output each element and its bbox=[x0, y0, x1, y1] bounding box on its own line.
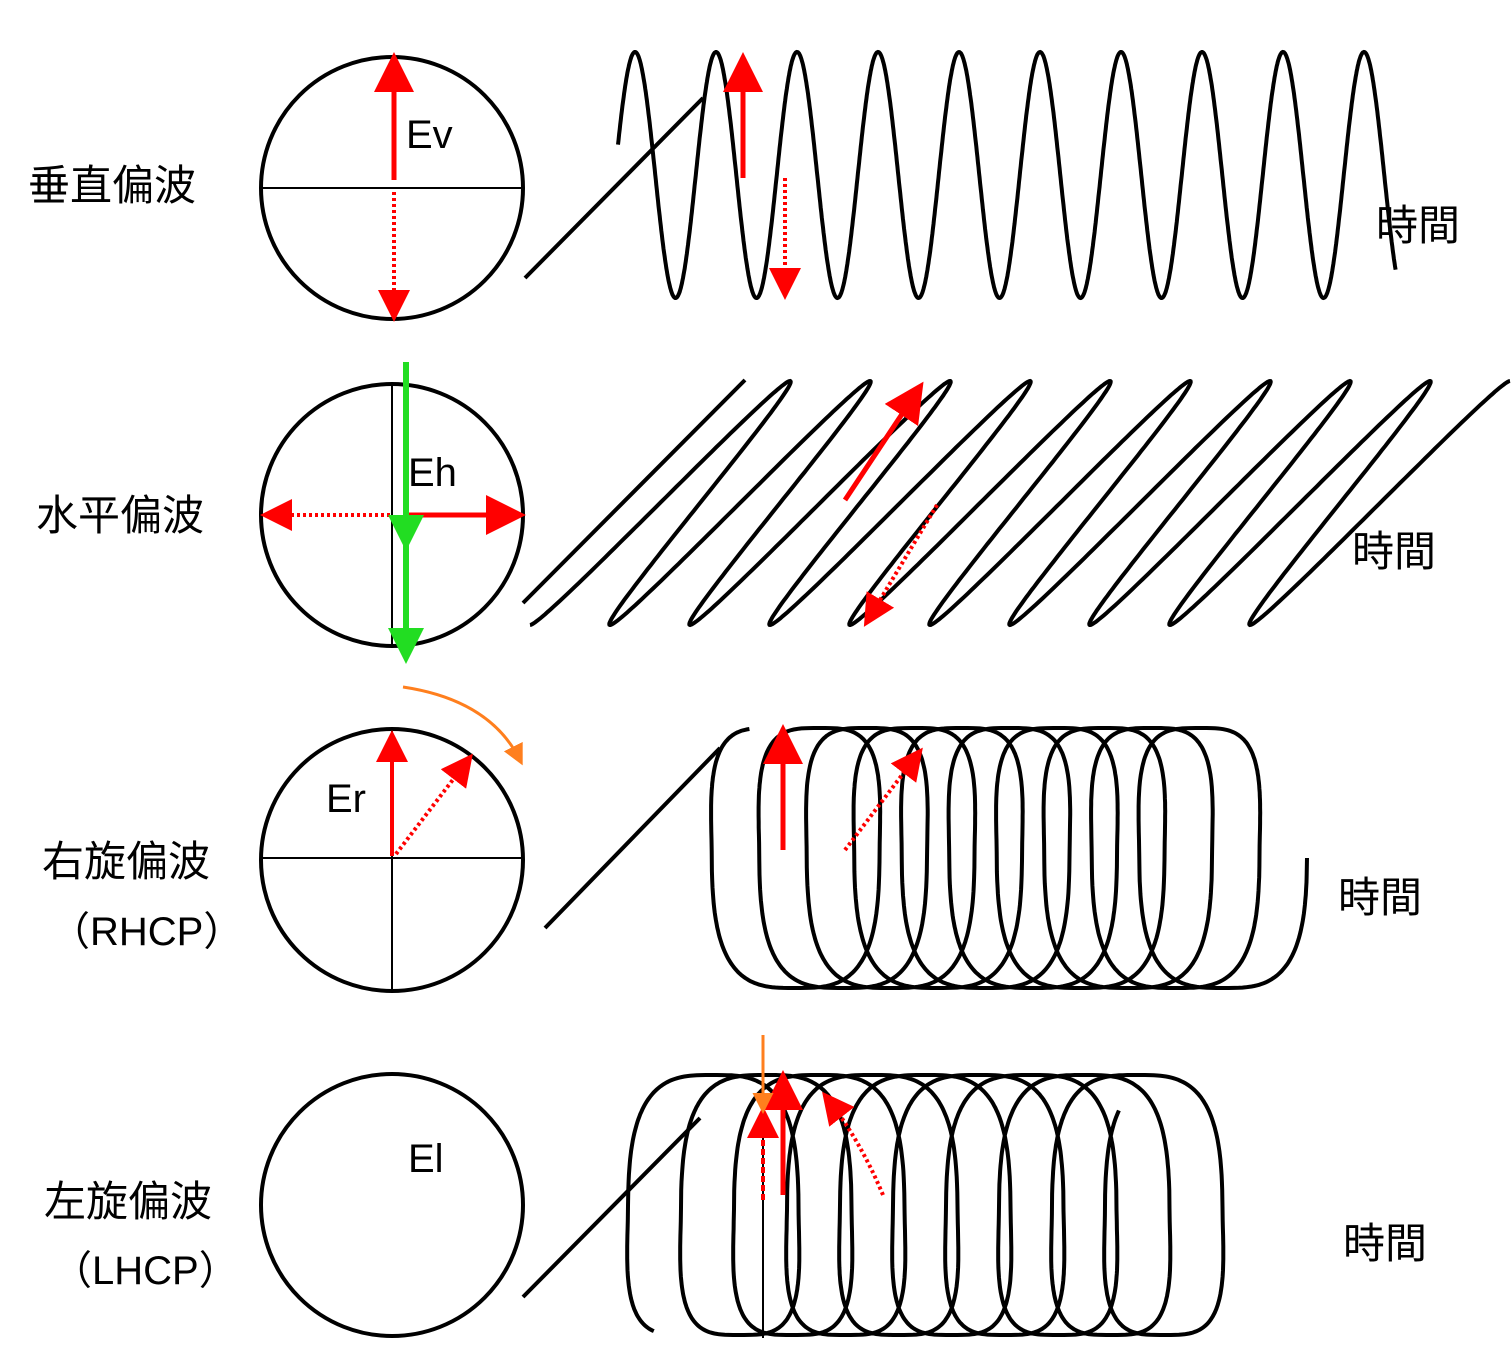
field-vector bbox=[842, 381, 924, 502]
polarization-circle bbox=[259, 1072, 525, 1338]
wave-trace bbox=[625, 1073, 1226, 1337]
field-label: Er bbox=[326, 777, 366, 821]
propagation-axis bbox=[521, 378, 747, 605]
rotation-arrow-icon bbox=[402, 685, 523, 766]
wave-trace bbox=[529, 378, 1511, 628]
field-vector-dotted bbox=[394, 753, 473, 856]
propagation-axis bbox=[521, 1116, 702, 1299]
time-label: 時間 bbox=[1343, 1219, 1427, 1268]
field-vector-dotted bbox=[863, 503, 939, 627]
row-lhcp: 左旋偏波 （LHCP） El 時間 bbox=[44, 1035, 1427, 1338]
field-label: Eh bbox=[408, 451, 457, 495]
field-label: El bbox=[408, 1137, 444, 1181]
row-label: 水平偏波 bbox=[36, 491, 204, 540]
row-label: 垂直偏波 bbox=[28, 161, 196, 210]
wave-trace bbox=[616, 49, 1398, 301]
time-label: 時間 bbox=[1376, 201, 1460, 250]
field-vector-dotted bbox=[843, 747, 923, 852]
time-label: 時間 bbox=[1338, 873, 1422, 922]
propagation-axis bbox=[543, 746, 722, 930]
propagation-axis bbox=[523, 96, 705, 280]
row-sublabel: （RHCP） bbox=[50, 910, 243, 954]
field-vector-dotted bbox=[822, 1091, 885, 1196]
row-horizontal: 水平偏波 Eh 時間 bbox=[36, 362, 1511, 664]
row-sublabel: （LHCP） bbox=[52, 1249, 239, 1293]
field-label: Ev bbox=[406, 113, 453, 157]
row-label: 左旋偏波 bbox=[44, 1177, 212, 1226]
wave-trace bbox=[709, 726, 1309, 990]
row-vertical: 垂直偏波 Ev 時間 bbox=[28, 49, 1460, 322]
row-label: 右旋偏波 bbox=[42, 837, 210, 886]
time-label: 時間 bbox=[1352, 527, 1436, 576]
row-rhcp: 右旋偏波 （RHCP） Er 時間 bbox=[42, 724, 1422, 993]
